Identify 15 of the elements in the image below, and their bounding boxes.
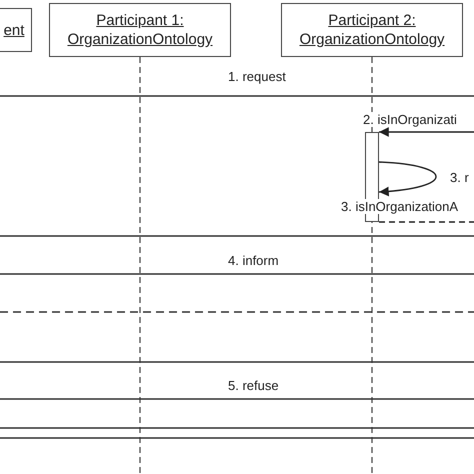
message-label: 3. r (449, 170, 470, 185)
participant-box (0, 8, 32, 52)
message-arrow (379, 127, 474, 137)
participant-name: Participant 2: OrganizationOntology (298, 11, 446, 49)
message-label: 1. request (227, 69, 287, 84)
message-label: 5. refuse (227, 378, 280, 393)
participant-box (49, 3, 231, 57)
return-message-line (379, 221, 474, 223)
participant-name: Participant 1: OrganizationOntology (66, 11, 214, 49)
message-label: 2. isInOrganizati (362, 112, 458, 127)
message-label: 4. inform (227, 253, 280, 268)
message-label: 3. isInOrganizationA (340, 199, 460, 214)
participant-box (281, 3, 463, 57)
participant-name: ent (4, 20, 24, 40)
message-arrow (378, 161, 437, 196)
